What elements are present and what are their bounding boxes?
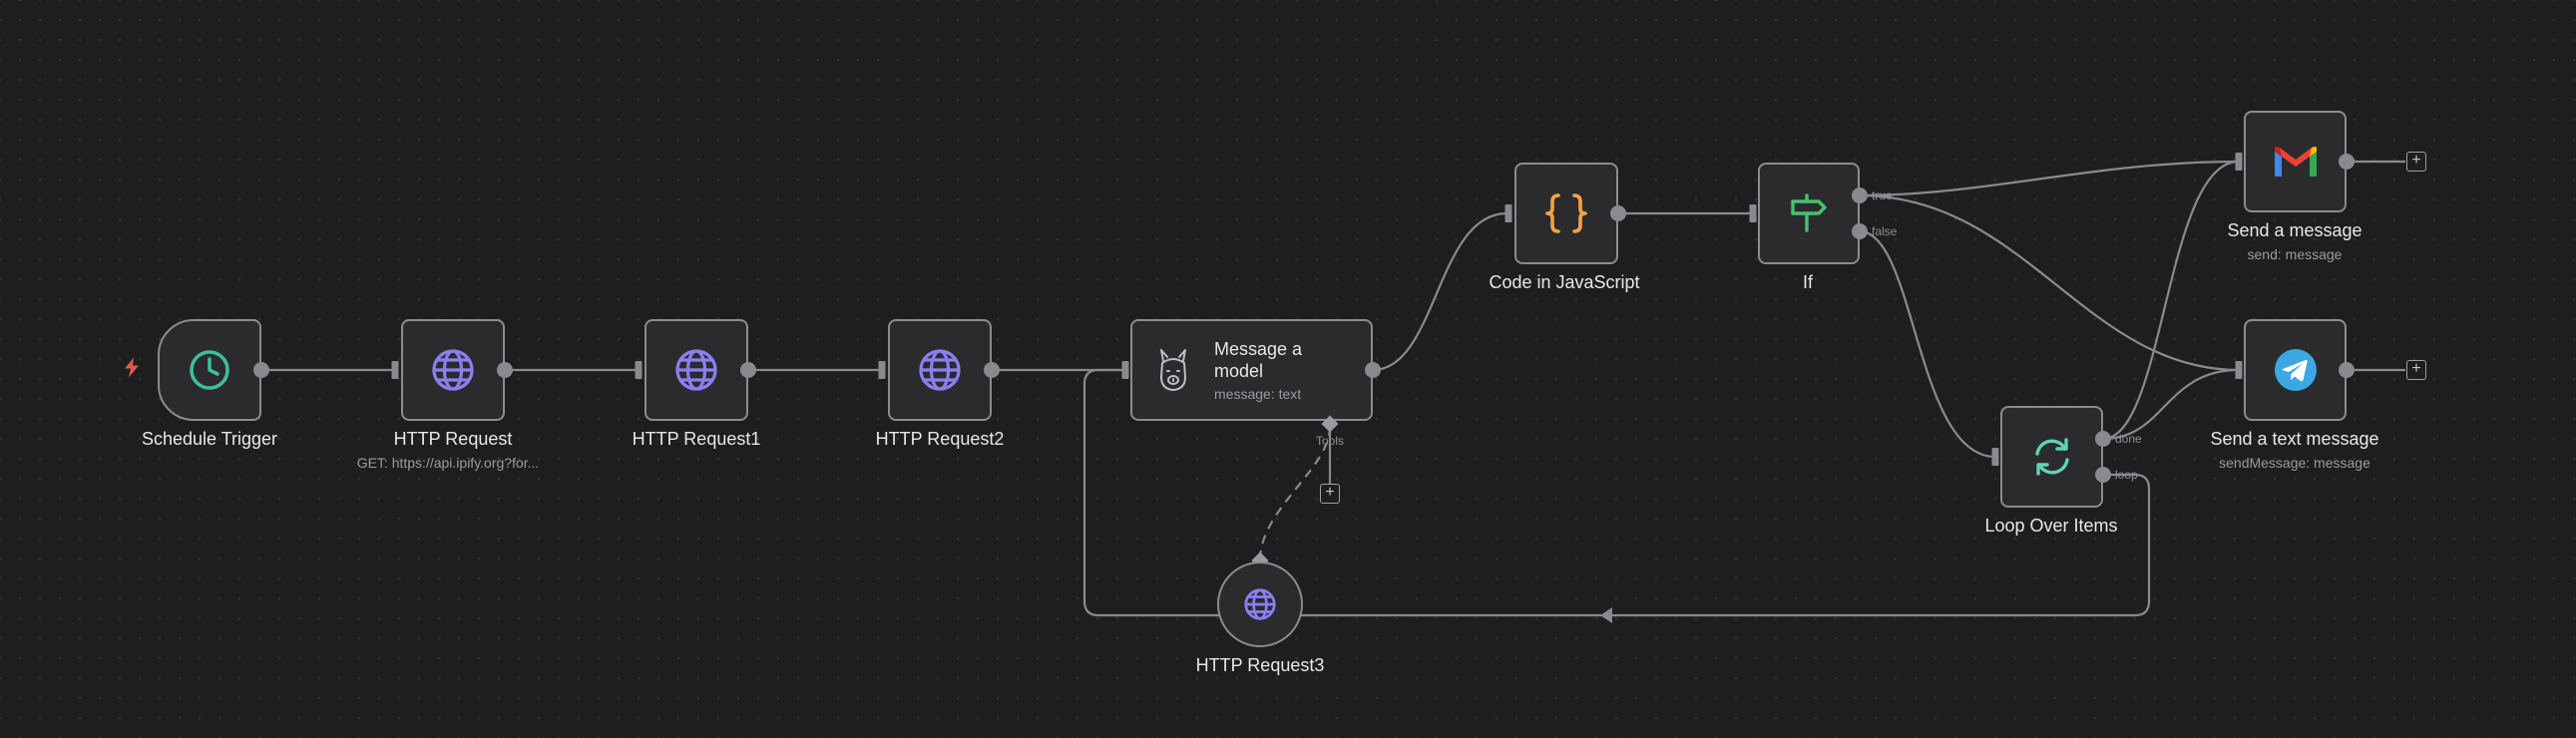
node-code-js[interactable] (1514, 163, 1618, 264)
telegram-icon (2273, 347, 2319, 393)
node-if[interactable] (1758, 163, 1860, 264)
if-false-port-label: false (1872, 224, 1898, 238)
http-request1-input-handle[interactable] (635, 361, 643, 379)
http-request-sublabel: GET: https://api.ipify.org?for... (356, 455, 540, 471)
node-http-request3[interactable] (1217, 561, 1303, 647)
if-true-port-label: true (1872, 188, 1893, 202)
if-false-handle[interactable] (1852, 223, 1868, 239)
send-message-label: Send a message (2227, 220, 2362, 240)
send-text-label: Send a text message (2210, 429, 2379, 449)
send-message-add-button[interactable]: + (2406, 152, 2426, 172)
code-js-label: Code in JavaScript (1489, 272, 1640, 292)
send-text-sublabel: sendMessage: message (2219, 455, 2370, 471)
globe-icon (1242, 586, 1278, 622)
http-request-input-handle[interactable] (391, 361, 399, 379)
tools-port-label: Tools (1315, 434, 1345, 448)
message-model-text: Message a model message: text (1214, 338, 1324, 402)
send-message-input-handle[interactable] (2235, 153, 2243, 171)
node-message-model[interactable]: Message a model message: text (1130, 319, 1373, 421)
node-send-text[interactable] (2244, 319, 2347, 421)
http-request2-input-handle[interactable] (878, 361, 886, 379)
message-model-output-handle[interactable] (1365, 362, 1381, 378)
message-model-input-handle[interactable] (1121, 361, 1129, 379)
http-request2-label: HTTP Request2 (875, 429, 1005, 449)
tools-add-button[interactable]: + (1320, 484, 1340, 504)
globe-icon (916, 346, 964, 394)
http-request-label: HTTP Request (393, 429, 513, 449)
node-send-message[interactable] (2244, 111, 2347, 212)
send-text-input-handle[interactable] (2235, 361, 2243, 379)
code-js-input-handle[interactable] (1504, 204, 1512, 222)
if-label: If (1802, 272, 1814, 292)
http-request1-output-handle[interactable] (740, 362, 756, 378)
gmail-icon (2272, 143, 2320, 181)
edge-loop-done-to-gmail (2102, 160, 2240, 441)
send-message-output-handle[interactable] (2339, 154, 2355, 170)
http-request1-label: HTTP Request1 (632, 429, 761, 449)
edge-if-true-to-telegram (1859, 193, 2240, 372)
edge-model-to-code (1372, 211, 1507, 372)
globe-icon (429, 346, 477, 394)
if-input-handle[interactable] (1749, 204, 1757, 222)
send-message-sublabel: send: message (2247, 246, 2343, 262)
loop-input-handle[interactable] (1991, 448, 1999, 466)
signpost-icon (1787, 191, 1831, 235)
loop-back-arrow (1600, 607, 1612, 623)
message-model-sublabel: message: text (1214, 386, 1302, 402)
braces-icon (1543, 190, 1589, 236)
http-request3-label: HTTP Request3 (1195, 655, 1325, 675)
node-http-request2[interactable] (888, 319, 992, 421)
node-http-request[interactable] (401, 319, 505, 421)
node-schedule-trigger[interactable] (158, 319, 261, 421)
http-request-output-handle[interactable] (497, 362, 513, 378)
trigger-bolt-icon (123, 357, 141, 384)
edge-if-true-to-gmail (1859, 160, 2240, 197)
node-loop-over-items[interactable] (2000, 406, 2103, 508)
if-true-handle[interactable] (1852, 187, 1868, 203)
schedule-trigger-output-handle[interactable] (253, 362, 269, 378)
loop-done-port-label: done (2115, 432, 2142, 446)
loop-done-handle[interactable] (2095, 431, 2111, 447)
message-model-label: Message a model (1214, 339, 1303, 381)
schedule-trigger-label: Schedule Trigger (141, 429, 278, 449)
llama-icon (1154, 347, 1192, 393)
clock-icon (188, 348, 231, 392)
loop-icon (2029, 434, 2075, 480)
http-request2-output-handle[interactable] (984, 362, 1000, 378)
loop-over-items-label: Loop Over Items (1984, 516, 2118, 536)
edge-if-false-to-loop (1859, 229, 1996, 459)
loop-loop-port-label: loop (2115, 468, 2138, 482)
send-text-add-button[interactable]: + (2406, 360, 2426, 380)
send-text-output-handle[interactable] (2339, 362, 2355, 378)
code-js-output-handle[interactable] (1610, 205, 1626, 221)
loop-loop-handle[interactable] (2095, 467, 2111, 483)
globe-icon (672, 346, 720, 394)
node-http-request1[interactable] (644, 319, 748, 421)
